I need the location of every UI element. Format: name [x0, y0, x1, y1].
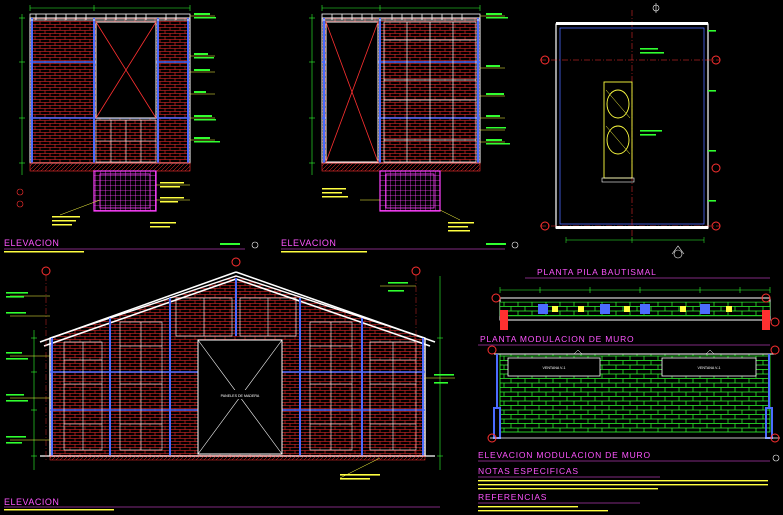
wall-modulation-elevation: VENTANA V-1 VENTANA V-1	[487, 345, 780, 443]
title-block-planta-mod: PLANTA MODULACION DE MURO	[478, 334, 770, 346]
title-block-elev-2: ELEVACION	[281, 238, 519, 253]
title-planta-modulacion: PLANTA MODULACION DE MURO	[480, 334, 634, 344]
panel-label: PANELES DE MADERA	[221, 394, 260, 398]
references-block: REFERENCIAS	[478, 492, 640, 512]
title-planta-pila: PLANTA PILA BAUTISMAL	[537, 267, 657, 277]
title-notas: NOTAS ESPECIFICAS	[478, 466, 579, 476]
elevation-3-gable: PANELES DE MADERA	[6, 257, 455, 480]
door-opening	[95, 21, 157, 119]
title-block-elev-mod: ELEVACION MODULACION DE MURO	[478, 450, 780, 462]
door-opening-2	[325, 21, 379, 163]
elevation-2	[309, 5, 510, 232]
title-elevacion-1: ELEVACION	[4, 238, 59, 248]
window-label-right: VENTANA V-1	[698, 366, 721, 370]
window-v1-right: VENTANA V-1	[661, 357, 757, 377]
title-elevacion-2: ELEVACION	[281, 238, 336, 248]
title-elevacion-3: ELEVACION	[4, 497, 59, 507]
notes-block: NOTAS ESPECIFICAS	[478, 466, 768, 490]
title-block-elev-1: ELEVACION	[4, 238, 259, 253]
title-block-elev-3: ELEVACION	[4, 497, 440, 511]
title-elevacion-modulacion: ELEVACION MODULACION DE MURO	[478, 450, 651, 460]
elevation-1	[16, 5, 220, 228]
baptismal-font-plan	[491, 287, 780, 330]
title-block-pila: PLANTA PILA BAUTISMAL	[525, 267, 770, 279]
title-referencias: REFERENCIAS	[478, 492, 547, 502]
window-label-left: VENTANA V-1	[543, 366, 566, 370]
baptismal-plan-top	[540, 3, 721, 259]
wooden-door-panel: PANELES DE MADERA	[197, 339, 283, 455]
window-v1-left: VENTANA V-1	[507, 357, 601, 377]
